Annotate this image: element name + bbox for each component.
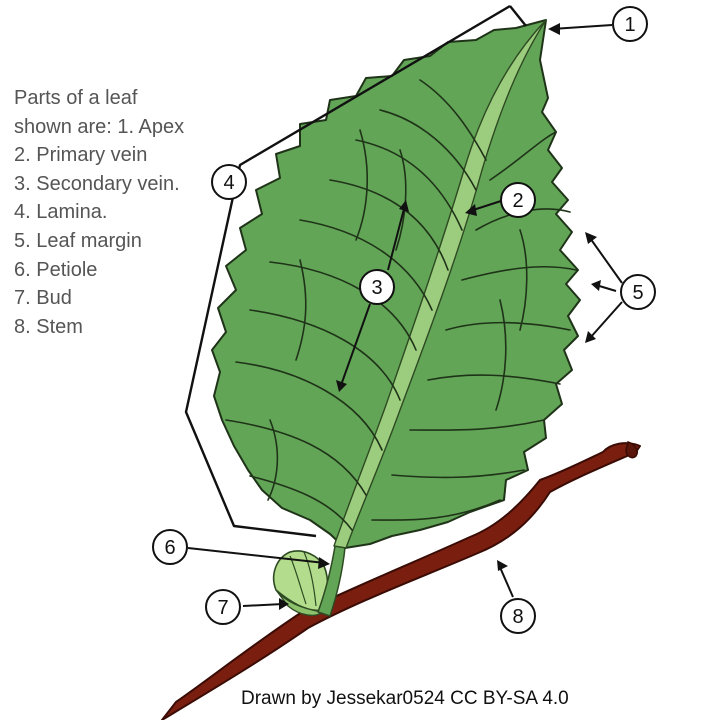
callout-3-label: 3 <box>371 277 382 299</box>
legend-line: 5. Leaf margin <box>14 229 142 252</box>
callout-2: 2 <box>500 182 536 218</box>
legend-line: Parts of a leaf <box>14 87 138 109</box>
stem-tip <box>625 441 639 459</box>
credit-line: Drawn by Jessekar0524 CC BY-SA 4.0 <box>241 688 569 709</box>
callout-1-label: 1 <box>624 14 635 36</box>
legend-line: 7. Bud <box>14 287 72 310</box>
callout-5-label: 5 <box>632 282 643 304</box>
callout-5: 5 <box>620 274 656 310</box>
legend-line: 3. Secondary vein. <box>14 172 180 195</box>
secondary-vein-arrow-up <box>387 204 406 271</box>
stem-arrow <box>498 564 514 598</box>
callout-7-label: 7 <box>217 597 228 619</box>
callout-4: 4 <box>211 164 247 200</box>
bud-arrow <box>242 603 284 607</box>
legend-line: 4. Lamina. <box>14 201 108 224</box>
callout-7: 7 <box>205 589 241 625</box>
legend-line: 2. Primary vein <box>14 144 148 167</box>
legend-line: 8. Stem <box>14 315 83 338</box>
margin-arrow-top <box>589 237 623 284</box>
stem <box>161 442 641 720</box>
lamina-bracket <box>184 4 527 538</box>
legend-line: shown are: 1. Apex <box>14 115 185 138</box>
secondary-veins <box>225 79 577 531</box>
secondary-vein-arrow-down <box>339 303 371 389</box>
callout-2-label: 2 <box>512 190 523 212</box>
callout-1: 1 <box>612 6 648 42</box>
callout-arrows <box>187 24 623 607</box>
apex-arrow <box>551 24 613 30</box>
lamina <box>211 19 581 549</box>
callout-3: 3 <box>359 269 395 305</box>
legend-line: 6. Petiole <box>14 258 98 281</box>
arrowheads <box>279 23 601 610</box>
callout-4-label: 4 <box>223 172 234 194</box>
legend: Parts of a leaf shown are: 1. Apex 2. Pr… <box>14 84 184 341</box>
petiole-arrow <box>187 547 326 564</box>
callout-8-label: 8 <box>512 606 523 628</box>
callout-8: 8 <box>500 598 536 634</box>
callout-6-label: 6 <box>164 537 175 559</box>
callout-6: 6 <box>152 529 188 565</box>
margin-arrow-bottom <box>589 301 623 339</box>
